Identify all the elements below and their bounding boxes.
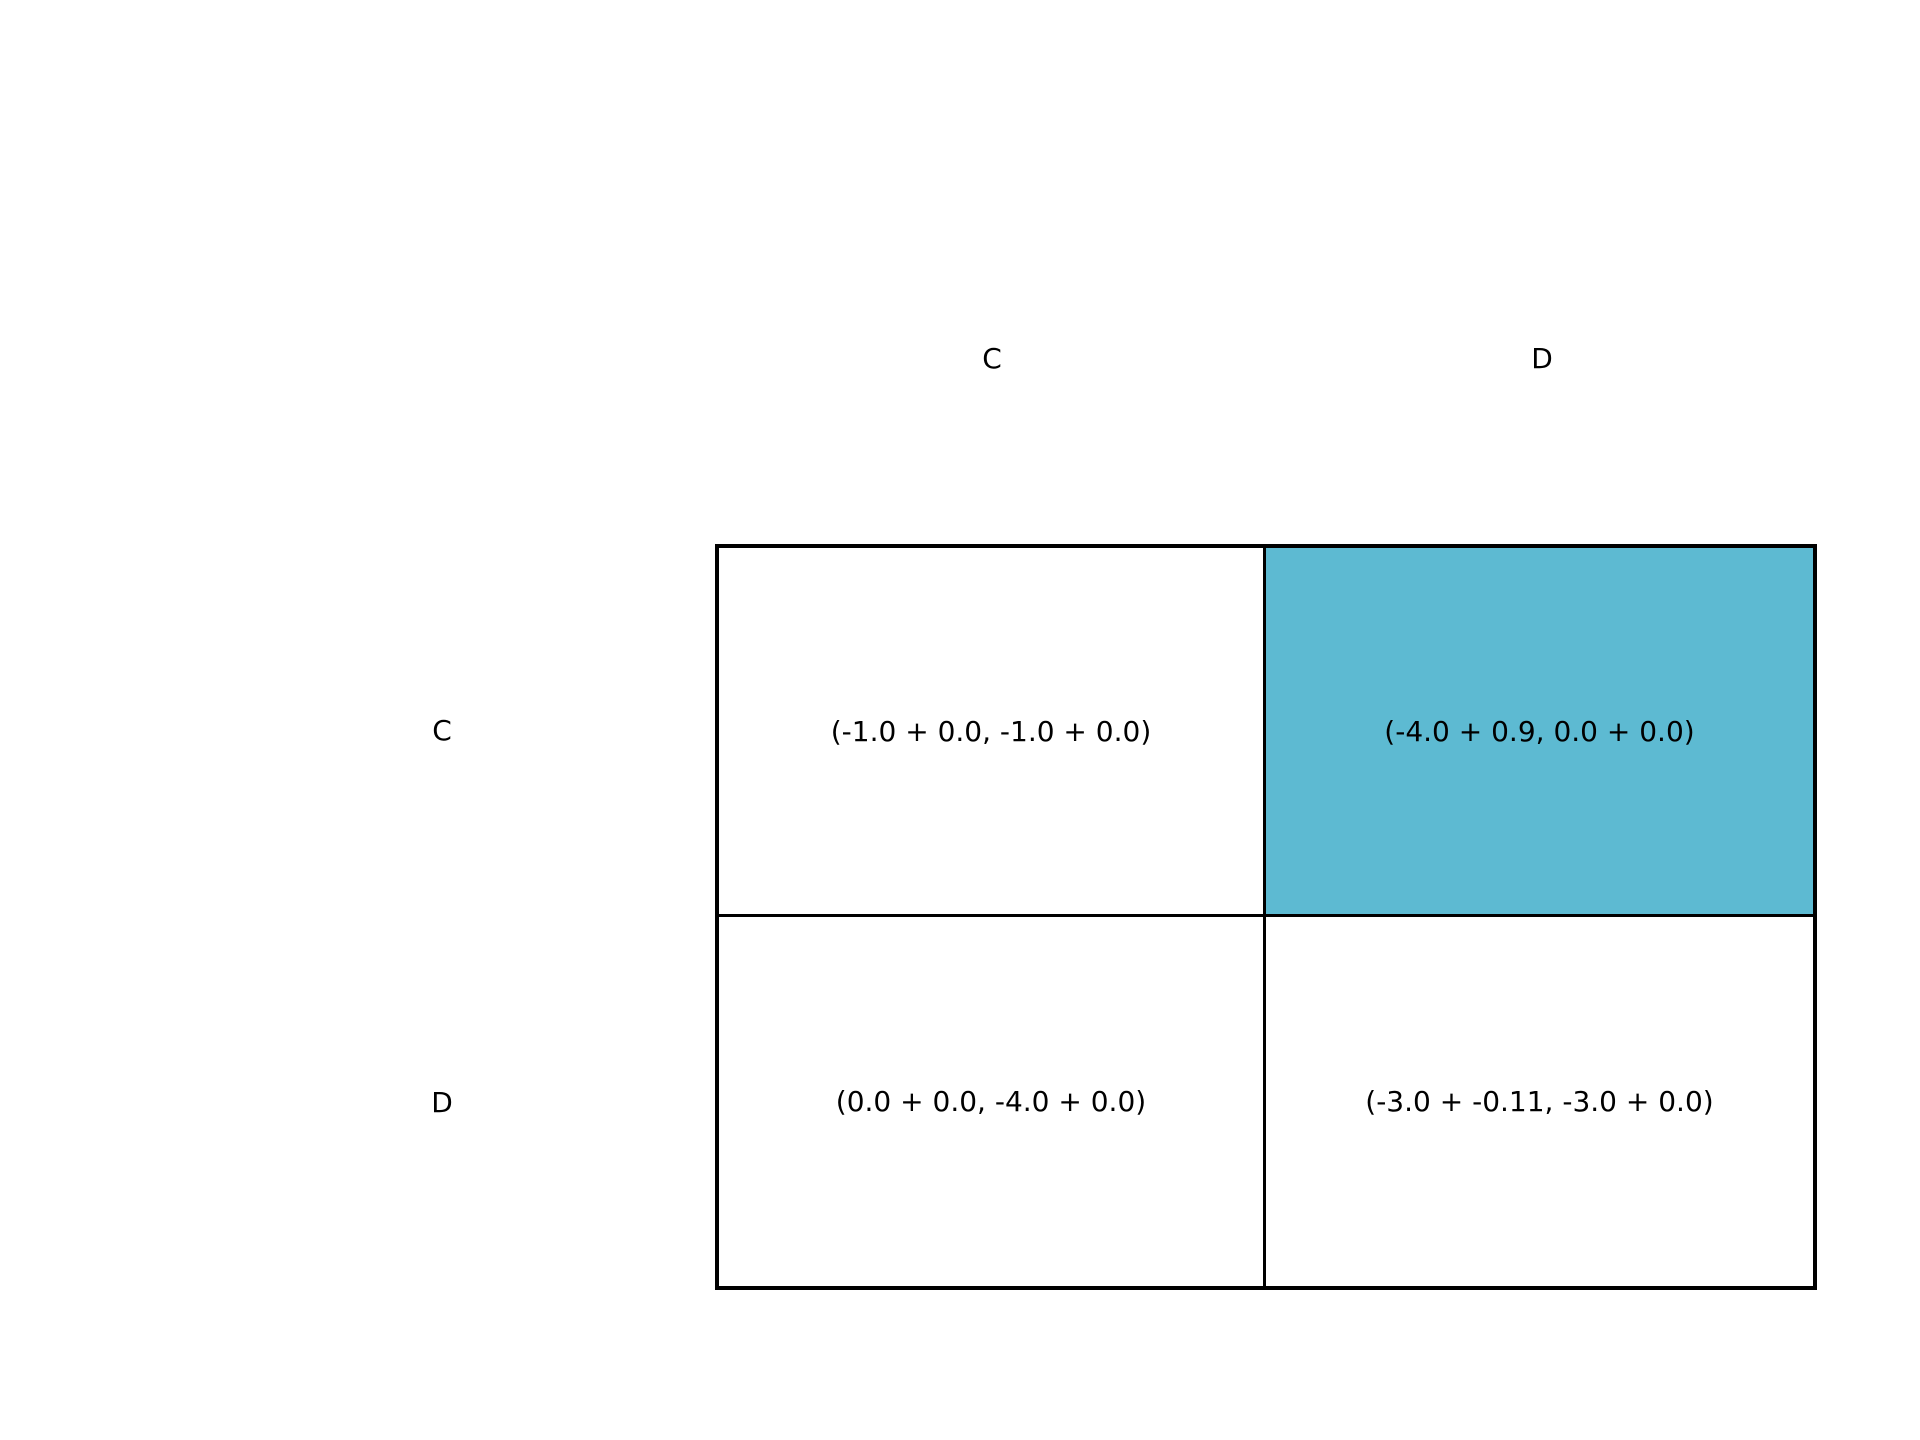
- payoff-cell-dc: (0.0 + 0.0, -4.0 + 0.0): [719, 917, 1266, 1286]
- payoff-matrix: (-1.0 + 0.0, -1.0 + 0.0) (-4.0 + 0.9, 0.…: [715, 544, 1817, 1290]
- column-header-c: C: [982, 342, 1002, 375]
- payoff-cell-cc: (-1.0 + 0.0, -1.0 + 0.0): [719, 548, 1266, 917]
- row-header-d: D: [431, 1086, 453, 1119]
- row-header-c: C: [432, 714, 452, 747]
- payoff-cell-dd: (-3.0 + -0.11, -3.0 + 0.0): [1266, 917, 1813, 1286]
- payoff-cell-cd: (-4.0 + 0.9, 0.0 + 0.0): [1266, 548, 1813, 917]
- column-header-d: D: [1531, 342, 1553, 375]
